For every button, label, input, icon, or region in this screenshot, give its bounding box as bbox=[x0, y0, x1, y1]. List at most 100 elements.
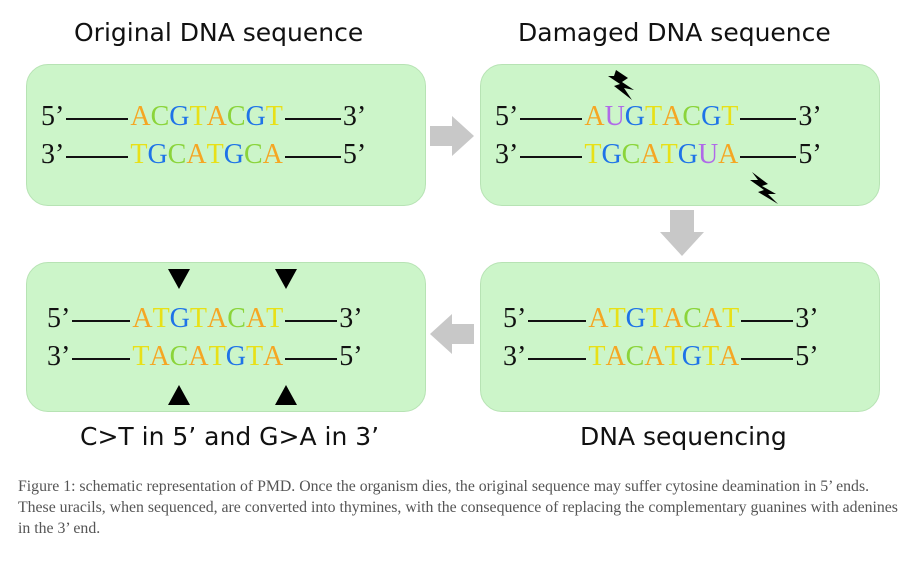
label-3prime: 3’ bbox=[47, 341, 71, 372]
nucleotide-T: T bbox=[660, 139, 678, 170]
nucleotide-G: G bbox=[677, 139, 698, 170]
nucleotide-C: C bbox=[226, 101, 246, 132]
nucleotide-C: C bbox=[682, 101, 702, 132]
title-damaged: Damaged DNA sequence bbox=[518, 18, 831, 47]
nucleotide-T: T bbox=[645, 303, 664, 334]
triangle-down-icon bbox=[168, 269, 190, 289]
nucleotide-G: G bbox=[625, 303, 646, 334]
backbone-line bbox=[72, 320, 131, 322]
lightning-icon bbox=[750, 172, 778, 204]
backbone-line bbox=[285, 320, 338, 322]
backbone-line bbox=[284, 156, 341, 158]
backbone-line bbox=[528, 320, 587, 322]
nucleotide-A: A bbox=[207, 303, 228, 334]
nucleotide-C: C bbox=[167, 139, 187, 170]
label-5prime: 5’ bbox=[339, 341, 363, 372]
nucleotide-T: T bbox=[722, 303, 740, 334]
backbone-line bbox=[284, 118, 341, 120]
label-5prime: 5’ bbox=[798, 139, 822, 170]
title-result: C>T in 5’ and G>A in 3’ bbox=[80, 422, 380, 451]
nucleotide-A: A bbox=[718, 139, 739, 170]
nucleotide-C: C bbox=[227, 303, 246, 334]
nucleotide-A: A bbox=[206, 101, 227, 132]
nucleotide-A: A bbox=[605, 341, 626, 372]
strand-bottom: 3’ TACATGTA 5’ bbox=[47, 341, 425, 373]
arrow-left-icon bbox=[430, 314, 474, 354]
nucleotide-T: T bbox=[152, 303, 170, 334]
nucleotide-A: A bbox=[245, 303, 267, 334]
backbone-line bbox=[528, 358, 587, 360]
nucleotide-T: T bbox=[208, 341, 226, 372]
sequence: TACATGTA bbox=[588, 341, 739, 373]
nucleotide-G: G bbox=[223, 139, 244, 170]
nucleotide-G: G bbox=[701, 101, 722, 132]
nucleotide-G: G bbox=[147, 139, 168, 170]
nucleotide-G: G bbox=[624, 101, 646, 132]
backbone-line bbox=[66, 118, 129, 120]
nucleotide-A: A bbox=[188, 341, 209, 372]
nucleotide-G: G bbox=[245, 101, 266, 132]
backbone-line bbox=[740, 156, 797, 158]
strand-top: 5’ ATGTACAT 3’ bbox=[47, 303, 425, 335]
label-3prime: 3’ bbox=[342, 101, 367, 132]
nucleotide-T: T bbox=[584, 139, 602, 170]
nucleotide-G: G bbox=[169, 101, 190, 132]
sequence: AUGTACGT bbox=[584, 101, 738, 133]
nucleotide-T: T bbox=[664, 341, 682, 372]
panel-damaged: 5’ AUGTACGT 3’ 3’ TGCATGUA 5’ bbox=[480, 64, 880, 206]
nucleotide-T: T bbox=[645, 101, 663, 132]
nucleotide-G: G bbox=[681, 341, 702, 372]
sequence: TGCATGCA bbox=[130, 139, 283, 171]
label-5prime: 5’ bbox=[795, 341, 819, 372]
nucleotide-C: C bbox=[169, 341, 189, 372]
nucleotide-A: A bbox=[263, 341, 284, 372]
nucleotide-A: A bbox=[701, 303, 723, 334]
strand-bottom: 3’ TACATGTA 5’ bbox=[503, 341, 879, 373]
nucleotide-C: C bbox=[625, 341, 645, 372]
backbone-line bbox=[740, 118, 797, 120]
nucleotide-A: A bbox=[130, 101, 151, 132]
panel-result: 5’ ATGTACAT 3’ 3’ TACATGTA 5’ bbox=[26, 262, 426, 412]
lightning-icon bbox=[608, 70, 634, 100]
label-3prime: 3’ bbox=[795, 303, 819, 334]
strand-top: 5’ ACGTACGT 3’ bbox=[41, 101, 425, 133]
strand-bottom: 3’ TGCATGUA 5’ bbox=[495, 139, 879, 171]
nucleotide-T: T bbox=[721, 101, 739, 132]
nucleotide-T: T bbox=[608, 303, 626, 334]
nucleotide-T: T bbox=[130, 139, 148, 170]
panel-original: 5’ ACGTACGT 3’ 3’ TGCATGCA 5’ bbox=[26, 64, 426, 206]
title-original: Original DNA sequence bbox=[74, 18, 364, 47]
nucleotide-U: U bbox=[697, 139, 719, 170]
label-5prime: 5’ bbox=[503, 303, 527, 334]
sequence: ATGTACAT bbox=[588, 303, 739, 335]
figure-caption: Figure 1: schematic representation of PM… bbox=[18, 478, 898, 537]
arrow-down-icon bbox=[660, 210, 704, 256]
label-3prime: 3’ bbox=[495, 139, 519, 170]
nucleotide-T: T bbox=[245, 341, 264, 372]
nucleotide-A: A bbox=[262, 139, 283, 170]
strand-bottom: 3’ TGCATGCA 5’ bbox=[41, 139, 425, 171]
strand-top: 5’ ATGTACAT 3’ bbox=[503, 303, 879, 335]
triangle-down-icon bbox=[275, 269, 297, 289]
label-3prime: 3’ bbox=[503, 341, 527, 372]
nucleotide-T: T bbox=[588, 341, 606, 372]
label-3prime: 3’ bbox=[339, 303, 363, 334]
sequence: ATGTACAT bbox=[132, 303, 283, 335]
backbone-line bbox=[66, 156, 129, 158]
nucleotide-T: T bbox=[265, 101, 283, 132]
nucleotide-T: T bbox=[266, 303, 284, 334]
nucleotide-C: C bbox=[243, 139, 263, 170]
nucleotide-G: G bbox=[601, 139, 622, 170]
nucleotide-A: A bbox=[132, 303, 153, 334]
backbone-line bbox=[72, 358, 131, 360]
nucleotide-C: C bbox=[683, 303, 702, 334]
nucleotide-C: C bbox=[150, 101, 170, 132]
nucleotide-A: A bbox=[149, 341, 170, 372]
triangle-up-icon bbox=[168, 385, 190, 405]
nucleotide-A: A bbox=[663, 303, 684, 334]
sequence: TACATGTA bbox=[132, 341, 283, 373]
strand-top: 5’ AUGTACGT 3’ bbox=[495, 101, 879, 133]
nucleotide-G: G bbox=[169, 303, 190, 334]
nucleotide-T: T bbox=[189, 101, 207, 132]
nucleotide-A: A bbox=[584, 101, 605, 132]
